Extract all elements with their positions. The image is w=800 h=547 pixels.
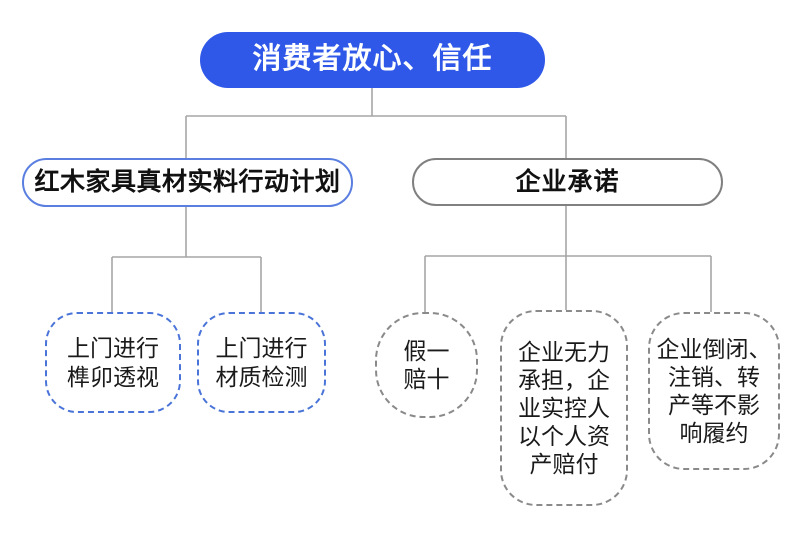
branch-node-promise-label: 企业承诺	[515, 167, 620, 196]
leaf-node-contract-continuity[interactable]: 企业倒闭、 注销、转 产等不影 响履约	[648, 312, 780, 470]
leaf-node-mortise-inspection-label: 上门进行 榫卯透视	[67, 335, 159, 390]
root-node-label: 消费者放心、信任	[252, 43, 493, 76]
branch-node-plan-label: 红木家具真材实料行动计划	[34, 168, 341, 197]
leaf-node-mortise-inspection[interactable]: 上门进行 榫卯透视	[45, 312, 181, 413]
leaf-node-personal-asset-compensation[interactable]: 企业无力 承担，企 业实控人 以个人资 产赔付	[500, 310, 628, 506]
leaf-node-personal-asset-compensation-label: 企业无力 承担，企 业实控人 以个人资 产赔付	[518, 338, 610, 478]
leaf-node-material-test-label: 上门进行 材质检测	[215, 335, 308, 390]
leaf-node-tenfold-compensation-label: 假一 赔十	[403, 337, 450, 392]
leaf-node-contract-continuity-label: 企业倒闭、 注销、转 产等不影 响履约	[656, 335, 772, 447]
leaf-node-tenfold-compensation[interactable]: 假一 赔十	[375, 312, 478, 418]
leaf-node-material-test[interactable]: 上门进行 材质检测	[197, 312, 326, 413]
branch-node-enterprise-promise[interactable]: 企业承诺	[412, 158, 723, 206]
branch-node-real-material-plan[interactable]: 红木家具真材实料行动计划	[22, 158, 353, 207]
root-node-consumer-trust[interactable]: 消费者放心、信任	[200, 32, 545, 88]
